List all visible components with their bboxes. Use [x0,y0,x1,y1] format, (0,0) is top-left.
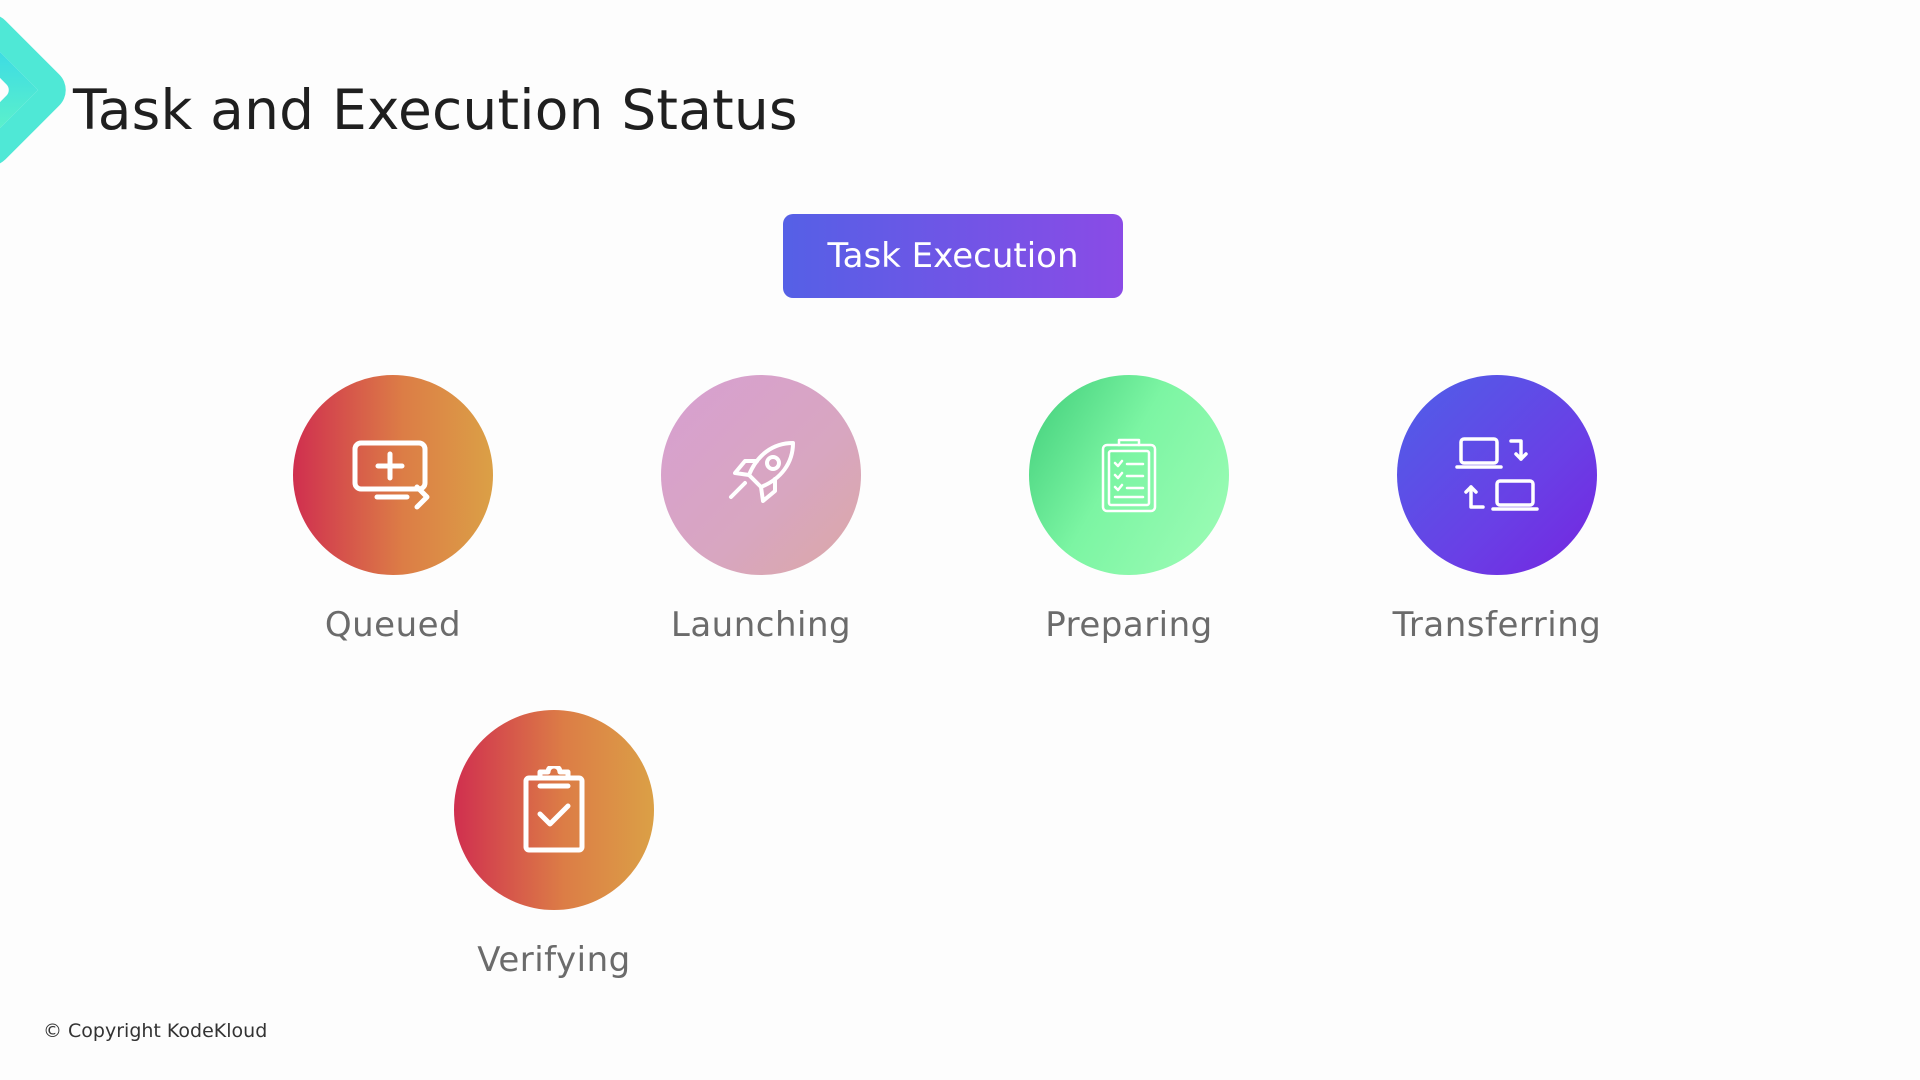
laptops-transfer-icon [1455,437,1539,511]
status-launching: Launching [631,375,891,645]
status-verifying-label: Verifying [477,940,631,980]
status-preparing-circle [1029,375,1229,575]
status-transferring: Transferring [1367,375,1627,645]
monitor-add-icon [352,440,430,510]
corner-decoration [0,5,75,175]
status-verifying-circle [454,710,654,910]
task-execution-box: Task Execution [783,214,1123,298]
status-queued-circle [293,375,493,575]
status-queued: Queued [263,375,523,645]
status-verifying: Verifying [424,710,684,980]
slide-title: Task and Execution Status [73,78,798,142]
status-transferring-circle [1397,375,1597,575]
clipboard-check-icon [523,766,585,853]
clipboard-list-icon [1101,438,1157,513]
status-preparing: Preparing [999,375,1259,645]
task-execution-label: Task Execution [827,236,1079,276]
status-launching-label: Launching [670,605,852,645]
status-transferring-label: Transferring [1392,605,1602,645]
status-preparing-label: Preparing [1045,605,1213,645]
status-launching-circle [661,375,861,575]
rocket-icon [729,441,795,503]
copyright-notice: © Copyright KodeKloud [43,1020,268,1042]
status-queued-label: Queued [324,605,462,645]
